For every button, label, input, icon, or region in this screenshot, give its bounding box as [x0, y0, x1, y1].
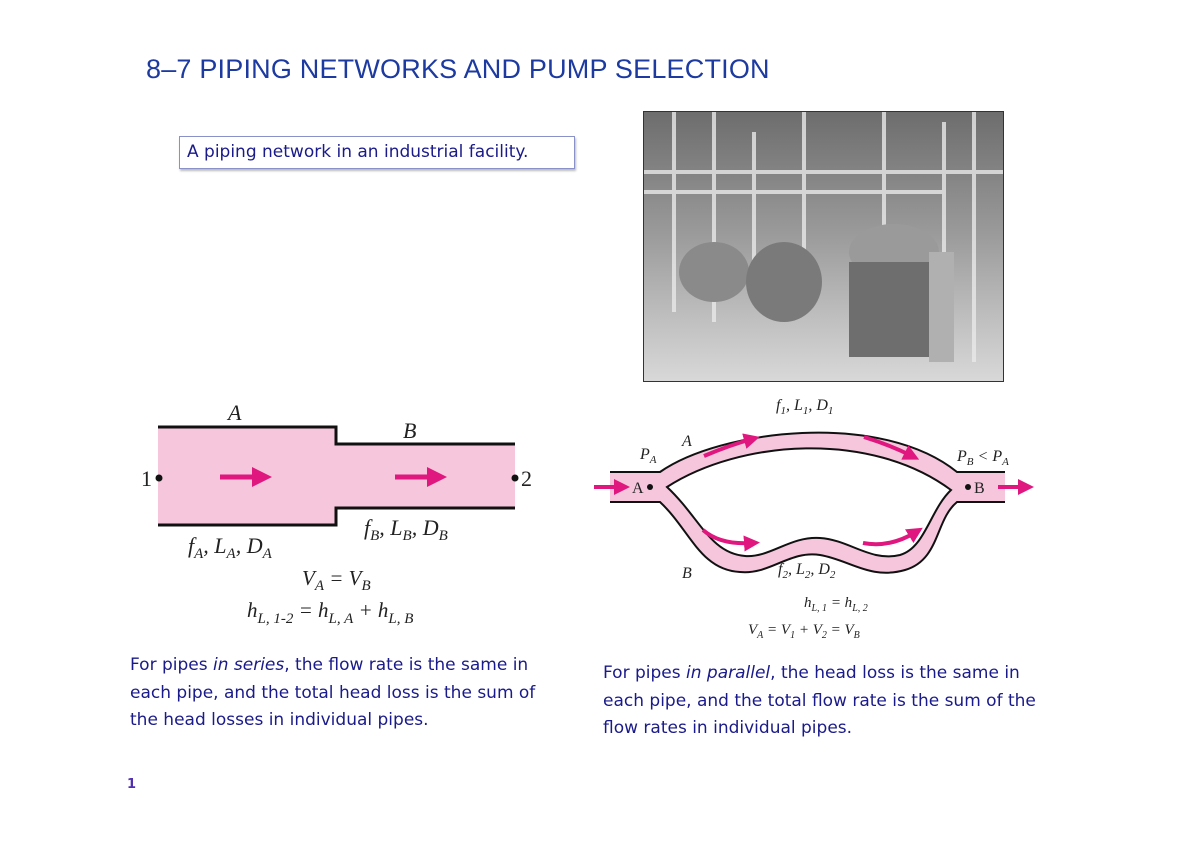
point-2-label: 2: [521, 466, 532, 491]
series-desc-emphasis: in series: [213, 655, 285, 675]
pipe-b-label: B: [403, 418, 416, 443]
pipe-a-label: A: [226, 400, 242, 425]
parallel-flow-equation: VA = V1 + V2 = VB: [748, 622, 860, 641]
photo-illustration: [644, 112, 1003, 362]
parallel-desc-text: For pipes: [603, 663, 686, 683]
page-number: 1: [127, 777, 137, 792]
series-pipe-diagram: 1 2 A B fA, LA, DA fB, LB, DB VA = VB hL…: [141, 400, 532, 627]
branch-a-label: A: [681, 433, 692, 450]
parallel-pipe-diagram: A B A B PA PB < PA f1, L1, D1 f2, L2, D2…: [594, 397, 1034, 641]
parallel-desc-text: , the head loss is the same in each pipe…: [603, 663, 1036, 738]
flow-arrow-icon: [701, 528, 760, 552]
point-b-label: B: [974, 480, 985, 497]
parallel-desc-emphasis: in parallel: [686, 663, 771, 683]
pipe-b-params: fB, LB, DB: [364, 515, 448, 544]
branch-1-params: f1, L1, D1: [776, 397, 833, 417]
series-desc-text: For pipes: [130, 655, 213, 675]
pressure-a-label: PA: [639, 446, 657, 466]
point-1-marker: [155, 474, 163, 482]
branch-2-params: f2, L2, D2: [778, 561, 836, 581]
pipe-a-params: fA, LA, DA: [188, 533, 273, 562]
series-desc-text: , the flow rate is the same in each pipe…: [130, 655, 536, 730]
slide-title: 8–7 PIPING NETWORKS AND PUMP SELECTION: [146, 54, 770, 84]
series-pipe-walls: [158, 425, 515, 527]
flow-arrow-icon: [863, 435, 920, 460]
flow-arrow-icon: [703, 433, 760, 458]
series-description: For pipes in series, the flow rate is th…: [130, 652, 550, 735]
series-pipe-body: [158, 427, 515, 525]
parallel-description: For pipes in parallel, the head loss is …: [603, 660, 1048, 743]
parallel-pipe-body: [610, 432, 1005, 573]
pressure-b-label: PB < PA: [956, 448, 1009, 468]
parallel-pipe-walls: [610, 431, 1005, 574]
point-2-marker: [511, 474, 519, 482]
point-a-label: A: [632, 480, 644, 497]
point-1-label: 1: [141, 466, 152, 491]
branch-b-label: B: [682, 565, 692, 582]
flow-arrow-icon: [862, 527, 923, 547]
point-b-marker: [965, 484, 971, 490]
point-a-marker: [647, 484, 653, 490]
photo-caption: A piping network in an industrial facili…: [179, 136, 575, 169]
industrial-piping-photo: [643, 111, 1004, 382]
parallel-headloss-equation: hL, 1 = hL, 2: [804, 595, 868, 614]
series-flow-equation: VA = VB: [302, 566, 371, 594]
series-headloss-equation: hL, 1-2 = hL, A + hL, B: [247, 598, 413, 627]
